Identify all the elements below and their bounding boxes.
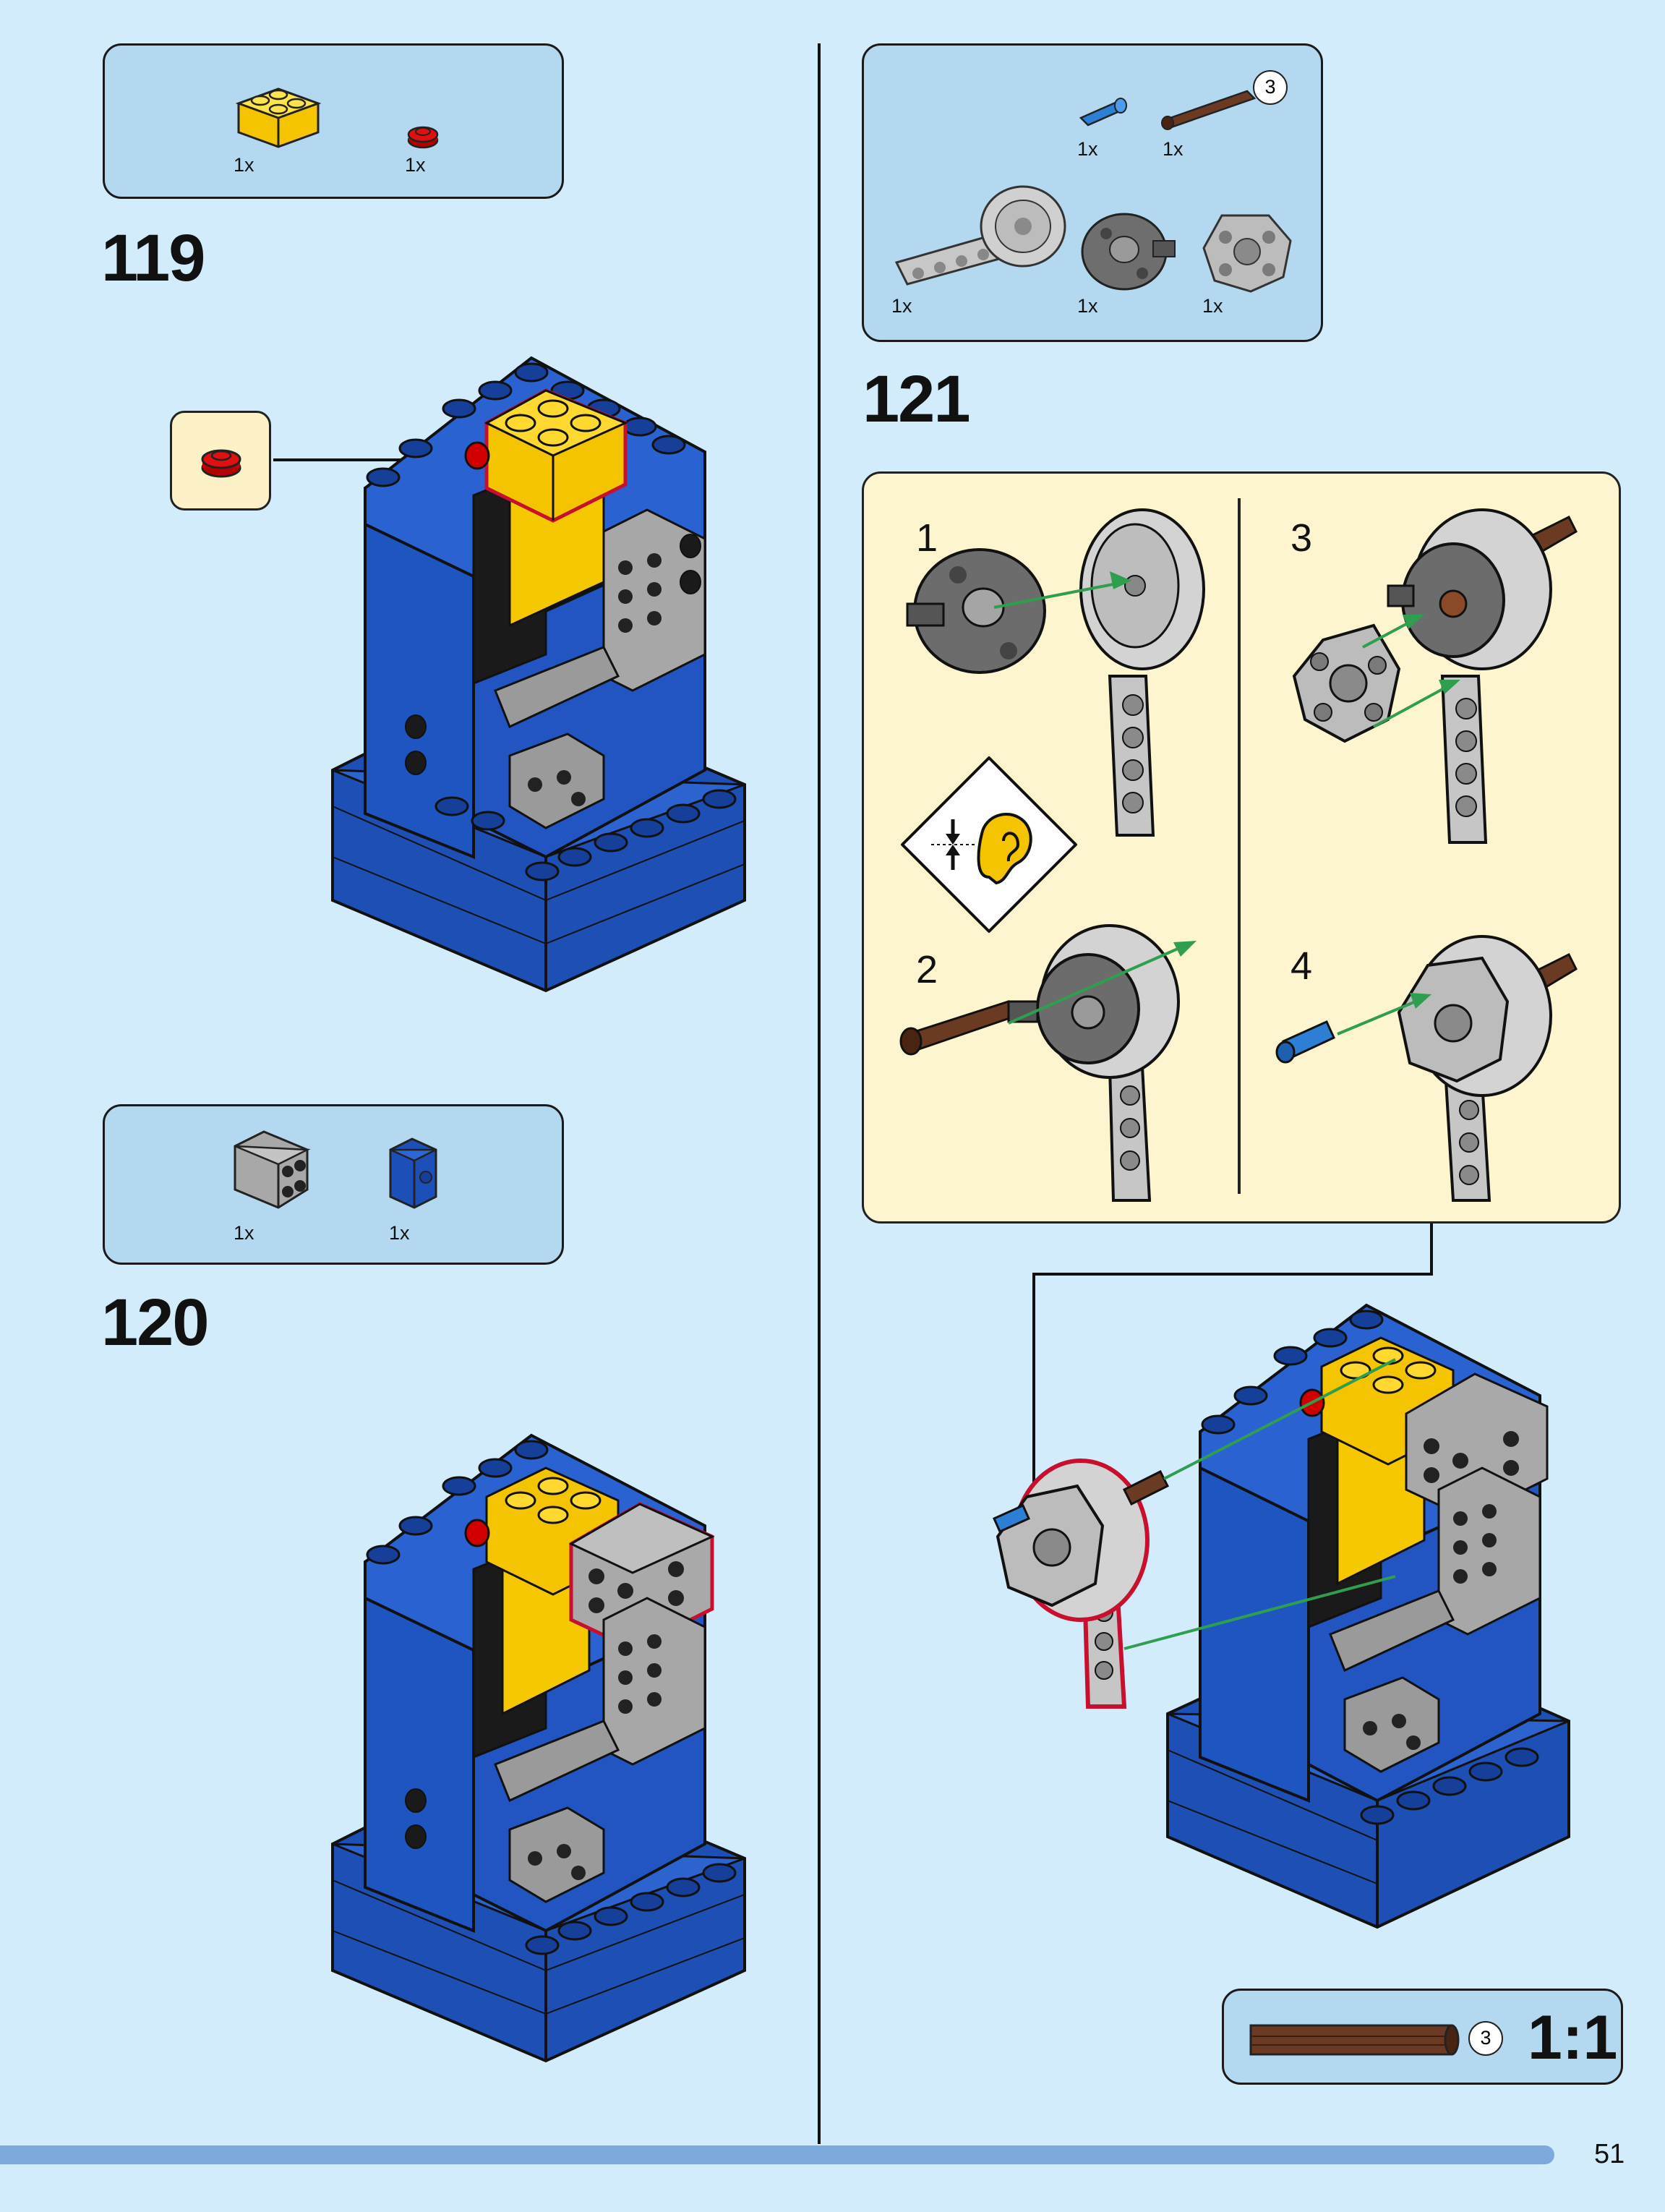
column-divider <box>818 43 821 2144</box>
substep-3-illustration <box>1292 508 1578 844</box>
part-qty: 1x <box>234 154 254 176</box>
scale-label: 1:1 <box>1528 2003 1618 2072</box>
sub-divider <box>1238 498 1241 1194</box>
parts-box-step-120: 1x 1x <box>103 1104 564 1265</box>
callout-red-plate <box>170 411 271 511</box>
axle-length-badge: 3 <box>1468 2021 1503 2056</box>
model-step-120 <box>331 1433 746 2063</box>
part-qty: 1x <box>1202 295 1223 317</box>
axle-length-badge: 3 <box>1253 70 1288 105</box>
step-number-121: 121 <box>863 362 970 436</box>
model-step-121 <box>993 1303 1570 1929</box>
footer-bar <box>0 2145 1554 2164</box>
parts-box-step-121: 1x 3 1x 1x 1x 1x <box>862 43 1323 342</box>
scale-reference-box: 3 1:1 <box>1222 1989 1623 2085</box>
substep-number: 1 <box>916 516 938 560</box>
gray-gear-hub-icon <box>1202 214 1292 293</box>
red-round-plate-icon <box>407 126 439 149</box>
step-number-119: 119 <box>101 221 205 295</box>
blue-brick-1x1-icon <box>389 1137 437 1209</box>
blue-pin-icon <box>1079 98 1127 127</box>
substep-number: 4 <box>1291 944 1313 988</box>
part-qty: 1x <box>1077 138 1098 160</box>
model-step-119 <box>331 356 746 993</box>
red-round-plate-icon <box>201 449 241 478</box>
yellow-brick-2x2-icon <box>235 87 322 148</box>
substep-1-illustration <box>906 508 1205 837</box>
part-qty: 1x <box>1077 295 1098 317</box>
click-sound-icon <box>901 756 1077 933</box>
substep-2-illustration <box>899 924 1197 1202</box>
part-qty: 1x <box>234 1222 254 1244</box>
brown-axle-icon <box>1161 90 1257 130</box>
parts-box-step-119: 1x 1x <box>103 43 564 199</box>
axle-length-value: 3 <box>1264 76 1276 98</box>
substep-number: 2 <box>916 948 938 991</box>
part-qty: 1x <box>891 295 912 317</box>
dark-gray-wheel-hub-icon <box>1081 213 1176 291</box>
gray-liftarm-wheel-icon <box>894 185 1066 286</box>
substep-4-illustration <box>1275 935 1578 1202</box>
part-qty: 1x <box>405 154 426 176</box>
gray-brick-with-studs-on-side-icon <box>234 1130 311 1209</box>
part-qty: 1x <box>389 1222 410 1244</box>
axle-length-value: 3 <box>1480 2027 1491 2049</box>
sub-assembly-box: 1 2 3 4 <box>862 471 1621 1224</box>
brown-axle-scale-icon <box>1249 2024 1460 2056</box>
step-number-120: 120 <box>101 1286 209 1359</box>
page-number: 51 <box>1594 2139 1625 2169</box>
substep-number: 3 <box>1291 516 1313 560</box>
part-qty: 1x <box>1163 138 1184 160</box>
